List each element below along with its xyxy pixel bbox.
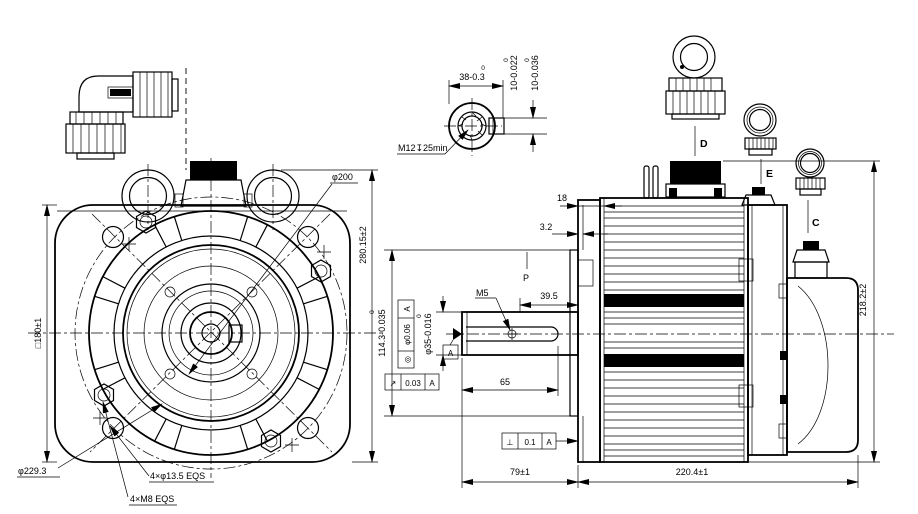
dim-shaft-width-sup: 0: [481, 65, 485, 72]
motor-body: [599, 197, 749, 463]
fcf-runout: ↗ 0.03 A: [384, 373, 440, 391]
dim-spigot-dia: 114.3-0.035: [377, 309, 387, 356]
dim-tap-holes: 4×M8 EQS: [130, 494, 174, 504]
fcf-runout-symbol: ↗: [390, 379, 397, 388]
dim-shaft-len: 79±1: [510, 467, 530, 477]
front-view: [28, 158, 384, 478]
shaft: [461, 311, 579, 356]
dim-corner-dia: φ229.3: [18, 466, 46, 476]
flange-side: [577, 199, 601, 463]
dim-overall-height: 280.15±2: [358, 226, 368, 263]
front-connector-block: [174, 161, 253, 208]
fin-spokes: [94, 216, 328, 450]
eyebolt-right: [246, 169, 300, 223]
side-view-dimensions: 18 3.2 P 39.5 M5 65 79±1 220.4±1: [369, 160, 880, 488]
side-view: [446, 161, 894, 463]
dim-recess: 3.2: [540, 222, 553, 232]
dim-shaft-sup: 0: [416, 314, 423, 318]
datum-a-label: A: [448, 349, 454, 358]
fcf-perp-symbol: ⊥: [507, 438, 514, 447]
fcf-concentricity-symbol: ◎: [403, 356, 412, 363]
dim-body-dia: φ200: [332, 172, 353, 182]
fcf-runout-tol: 0.03: [405, 379, 421, 388]
mounted-connector-c: [792, 241, 830, 279]
dim-mount-holes: 4×φ13.5 EQS: [150, 471, 205, 481]
connector-c-label: C: [812, 217, 820, 229]
datum-a-flag: A: [442, 328, 462, 360]
fcf-perp-tol: 0.1: [524, 438, 536, 447]
encoder-cover: [786, 277, 859, 453]
mounted-connector-e: [741, 187, 776, 206]
motor-body-circles: [74, 196, 348, 470]
fcf-concentricity: ◎ φ0.06 A: [397, 299, 415, 369]
connector-d-label: D: [700, 138, 708, 150]
dim-body-len: 220.4±1: [676, 467, 708, 477]
shaft-keyway-front: [228, 324, 243, 343]
motor-fins: [604, 205, 744, 457]
dim-key-len: 39.5: [540, 291, 558, 301]
fcf-perpendicularity: ⊥ 0.1 A: [501, 432, 579, 450]
dim-spigot-sup: 0: [369, 310, 376, 314]
connector-e-label: E: [766, 168, 773, 180]
keyway-slot: [466, 326, 559, 342]
face-screws: [164, 286, 258, 380]
dim-flange-thk: 18: [557, 193, 567, 203]
fcf-concentricity-tol: φ0.06: [403, 324, 412, 345]
dim-center-tap: M12↧25min: [398, 143, 448, 153]
dim-shaft-tap: M5: [476, 288, 489, 298]
dim-key-top: 10-0.022: [509, 55, 519, 91]
dim-key-top-sup: 0: [503, 58, 510, 62]
dim-total-height: 218.2±2: [858, 284, 868, 316]
terminal-pins: [643, 165, 650, 199]
mounted-connector-d: [665, 161, 726, 198]
front-view-dimensions: □180±1 280.15±2 φ200 φ229.3 4×φ13.5 EQS …: [17, 169, 378, 506]
hex-bolts: [93, 210, 332, 453]
dim-key-side: 10-0.036: [530, 55, 540, 91]
dim-shaft-dia: φ35-0.016: [423, 313, 433, 354]
dim-shaft-width: 38-0.3: [459, 72, 485, 82]
connector-d-detail: D: [665, 35, 726, 156]
fcf-perp-datum: A: [546, 438, 552, 447]
dim-key-side-sup: 0: [524, 58, 531, 62]
connector-e-detail: E: [743, 103, 777, 184]
eyebolt-left: [121, 169, 175, 223]
cross-targets: [93, 237, 331, 452]
fcf-runout-datum: A: [429, 379, 435, 388]
label-p: P: [523, 273, 529, 283]
elbow-connector: [65, 68, 187, 170]
fcf-concentricity-datum: A: [403, 306, 412, 312]
key-section: [488, 117, 505, 135]
dim-square-size: □180±1: [33, 318, 43, 348]
dim-key-total: 65: [500, 377, 510, 387]
end-bell: [747, 204, 788, 456]
shaft-end-detail: 38-0.3 0 10-0.022 0 10-0.036 0 M12↧25min: [397, 55, 547, 156]
spigot: [569, 249, 579, 417]
connector-c-detail: C: [795, 148, 826, 233]
flange-outline: [54, 204, 351, 463]
